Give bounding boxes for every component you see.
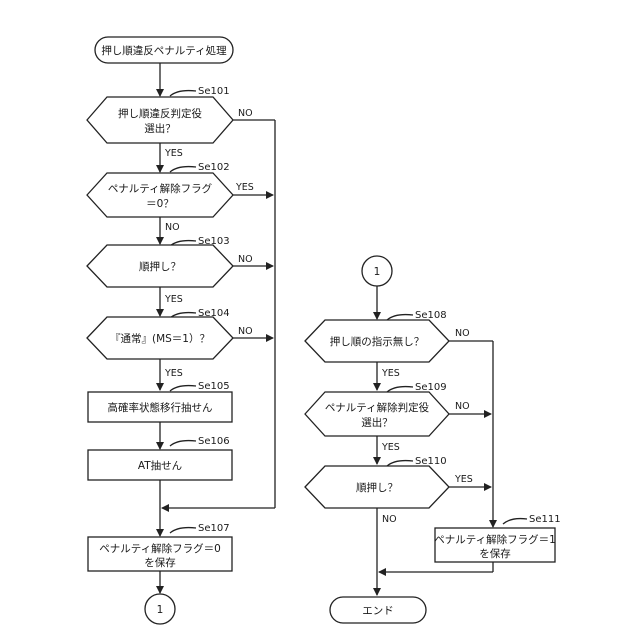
connector-1-out-label: 1	[157, 604, 164, 616]
decision-109-text-1: ペナルティ解除判定役	[325, 401, 430, 414]
yes-label-108: YES	[381, 368, 400, 379]
decision-101-text-1: 押し順違反判定役	[118, 107, 202, 120]
no-label-102: NO	[165, 222, 180, 233]
no-label-110: NO	[382, 514, 397, 525]
end-terminal-label: エンド	[362, 605, 394, 617]
step-label-se102: Se102	[198, 162, 230, 173]
decision-109	[305, 392, 449, 436]
step-label-se105: Se105	[198, 381, 230, 392]
connector-1-in-label: 1	[374, 266, 381, 278]
yes-label-110: YES	[454, 474, 473, 485]
step-label-se106: Se106	[198, 436, 230, 447]
no-label-109: NO	[455, 401, 470, 412]
decision-102-text-1: ペナルティ解除フラグ	[108, 182, 213, 195]
no-label-108: NO	[455, 328, 470, 339]
process-107-text-1: ペナルティ解除フラグ＝0	[99, 542, 221, 555]
yes-label-103: YES	[164, 294, 183, 305]
yes-label-109: YES	[381, 442, 400, 453]
yes-label-104: YES	[164, 368, 183, 379]
decision-108-text: 押し順の指示無し？	[330, 335, 425, 348]
start-terminal-label: 押し順違反ペナルティ処理	[101, 44, 227, 57]
decision-104-text: 『通常』(MS＝1）？	[110, 332, 210, 345]
process-106-text: AT抽せん	[138, 459, 182, 472]
no-label-103: NO	[238, 254, 253, 265]
step-label-se111: Se111	[529, 514, 561, 525]
process-107-text-2: を保存	[144, 556, 176, 569]
decision-109-text-2: 選出？	[361, 416, 393, 429]
no-label-101: NO	[238, 108, 253, 119]
yes-label-101: YES	[164, 148, 183, 159]
process-111-text-1: ペナルティ解除フラグ＝1	[434, 533, 556, 546]
decision-102-text-2: ＝0？	[146, 198, 174, 210]
decision-110-text: 順押し？	[356, 481, 398, 494]
process-111-text-2: を保存	[479, 547, 511, 560]
decision-103-text: 順押し？	[139, 260, 181, 273]
decision-101-text-2: 選出？	[144, 122, 176, 135]
step-label-se107: Se107	[198, 523, 230, 534]
step-label-se101: Se101	[198, 86, 230, 97]
process-105-text: 高確率状態移行抽せん	[108, 401, 213, 414]
decision-101	[87, 97, 233, 143]
no-label-104: NO	[238, 326, 253, 337]
yes-label-102: YES	[235, 182, 254, 193]
decision-102	[87, 173, 233, 217]
